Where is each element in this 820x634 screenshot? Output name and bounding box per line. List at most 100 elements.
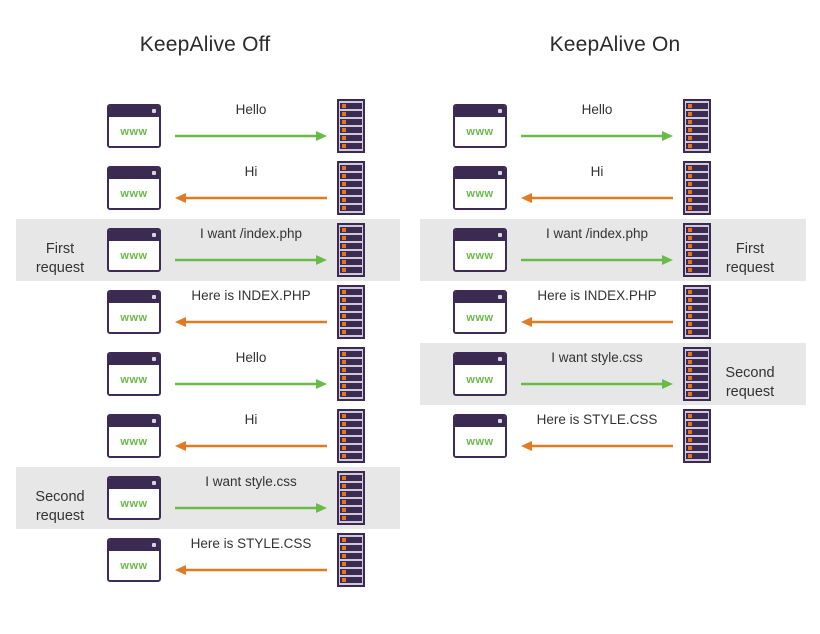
column-title: KeepAlive Off bbox=[139, 33, 271, 56]
request-arrow: I want style.css bbox=[175, 474, 327, 518]
server-slot bbox=[686, 313, 708, 319]
browser-title-bar bbox=[455, 168, 505, 179]
server-slot bbox=[340, 173, 362, 179]
server-rack-icon bbox=[337, 161, 365, 215]
server-led-icon bbox=[342, 182, 346, 186]
server-slot bbox=[340, 243, 362, 249]
server-slot bbox=[340, 475, 362, 481]
server-slot bbox=[340, 537, 362, 543]
server-rack-icon bbox=[337, 471, 365, 525]
server-led-icon bbox=[688, 322, 692, 326]
server-led-icon bbox=[342, 578, 346, 582]
message-label: I want /index.php bbox=[545, 226, 649, 241]
server-slot bbox=[340, 383, 362, 389]
server-slot bbox=[340, 413, 362, 419]
browser-www-label: www bbox=[120, 311, 148, 324]
server-slot bbox=[340, 429, 362, 435]
server-slot bbox=[340, 143, 362, 149]
server-slot bbox=[340, 561, 362, 567]
browser-content-area: www bbox=[455, 303, 505, 332]
browser-window-button-icon bbox=[498, 295, 502, 299]
server-led-icon bbox=[688, 290, 692, 294]
browser-www-label: www bbox=[466, 249, 494, 262]
message-row bbox=[16, 219, 400, 281]
arrow-left-icon bbox=[175, 565, 327, 575]
server-slot bbox=[686, 227, 708, 233]
arrow-left-icon bbox=[521, 441, 673, 451]
server-slot bbox=[340, 197, 362, 203]
server-led-icon bbox=[688, 104, 692, 108]
server-led-icon bbox=[342, 430, 346, 434]
server-led-icon bbox=[342, 228, 346, 232]
server-slot bbox=[686, 437, 708, 443]
server-slot bbox=[340, 235, 362, 241]
browser-window-button-icon bbox=[152, 109, 156, 113]
server-led-icon bbox=[688, 206, 692, 210]
browser-title-bar bbox=[109, 540, 159, 551]
server-led-icon bbox=[688, 144, 692, 148]
arrow-left-icon bbox=[521, 317, 673, 327]
message-label: I want /index.php bbox=[199, 226, 303, 241]
browser-window-button-icon bbox=[498, 419, 502, 423]
response-arrow: Here is STYLE.CSS bbox=[175, 536, 327, 580]
browser-title-bar bbox=[455, 292, 505, 303]
server-led-icon bbox=[342, 484, 346, 488]
server-slot bbox=[340, 321, 362, 327]
server-led-icon bbox=[342, 546, 346, 550]
message-label: Here is INDEX.PHP bbox=[537, 288, 657, 303]
browser-content-area: www bbox=[455, 117, 505, 146]
browser-window-button-icon bbox=[152, 419, 156, 423]
server-led-icon bbox=[342, 360, 346, 364]
arrow-right-icon bbox=[521, 379, 673, 389]
server-led-icon bbox=[688, 174, 692, 178]
browser-title-bar bbox=[455, 354, 505, 365]
server-slot bbox=[340, 227, 362, 233]
server-led-icon bbox=[342, 322, 346, 326]
arrow-left-icon bbox=[175, 193, 327, 203]
browser-content-area: www bbox=[455, 179, 505, 208]
browser-content-area: www bbox=[109, 179, 159, 208]
browser-window-icon: www bbox=[453, 352, 507, 396]
arrow-right-icon bbox=[175, 503, 327, 513]
server-led-icon bbox=[688, 368, 692, 372]
server-led-icon bbox=[688, 112, 692, 116]
request-arrow: I want style.css bbox=[521, 350, 673, 394]
response-arrow: Hi bbox=[175, 412, 327, 456]
server-slot bbox=[686, 173, 708, 179]
server-led-icon bbox=[688, 298, 692, 302]
response-arrow: Hi bbox=[521, 164, 673, 208]
server-slot bbox=[340, 367, 362, 373]
server-slot bbox=[686, 391, 708, 397]
arrow-right-icon bbox=[175, 131, 327, 141]
server-led-icon bbox=[342, 570, 346, 574]
response-arrow: Here is INDEX.PHP bbox=[521, 288, 673, 332]
server-rack-icon bbox=[337, 347, 365, 401]
server-led-icon bbox=[688, 198, 692, 202]
browser-content-area: www bbox=[455, 427, 505, 456]
server-led-icon bbox=[688, 190, 692, 194]
server-slot bbox=[686, 413, 708, 419]
server-led-icon bbox=[342, 244, 346, 248]
message-label: Hi bbox=[590, 164, 604, 179]
arrow-left-icon bbox=[521, 193, 673, 203]
browser-title-bar bbox=[109, 478, 159, 489]
server-slot bbox=[340, 515, 362, 521]
server-led-icon bbox=[342, 190, 346, 194]
server-led-icon bbox=[342, 508, 346, 512]
browser-window-button-icon bbox=[498, 171, 502, 175]
browser-window-button-icon bbox=[498, 357, 502, 361]
browser-title-bar bbox=[109, 292, 159, 303]
server-rack-icon bbox=[337, 99, 365, 153]
server-slot bbox=[340, 165, 362, 171]
server-slot bbox=[686, 235, 708, 241]
browser-content-area: www bbox=[109, 303, 159, 332]
server-led-icon bbox=[688, 384, 692, 388]
browser-window-button-icon bbox=[498, 109, 502, 113]
server-slot bbox=[686, 329, 708, 335]
server-led-icon bbox=[342, 414, 346, 418]
server-led-icon bbox=[688, 252, 692, 256]
server-slot bbox=[340, 111, 362, 117]
server-led-icon bbox=[342, 206, 346, 210]
request-arrow: Hello bbox=[175, 350, 327, 394]
